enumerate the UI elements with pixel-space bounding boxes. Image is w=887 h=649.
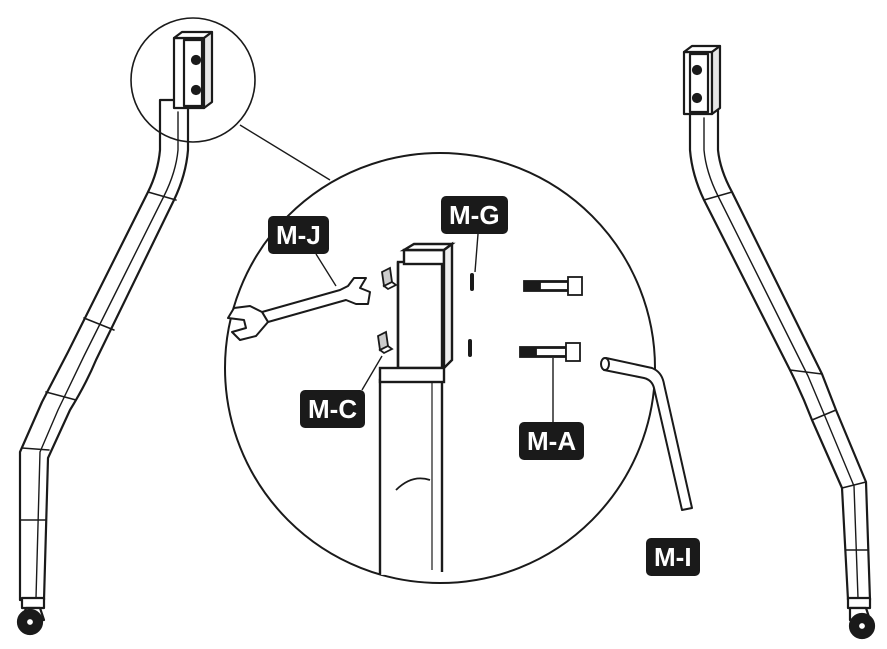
bolt-bottom bbox=[519, 342, 581, 362]
detail-marker-circle bbox=[130, 17, 256, 143]
leader-nut bbox=[361, 355, 383, 391]
label-nut: M-C bbox=[300, 390, 366, 428]
label-hex-key: M-I bbox=[646, 538, 700, 576]
bolt-top bbox=[523, 276, 583, 296]
leader-washer bbox=[474, 233, 479, 273]
hex-key bbox=[600, 357, 693, 511]
label-wrench: M-J bbox=[268, 216, 329, 254]
nut-bottom bbox=[377, 330, 394, 355]
nut-top bbox=[381, 266, 398, 291]
wrench bbox=[227, 277, 371, 341]
right-leg bbox=[682, 44, 876, 640]
leader-wrench bbox=[315, 253, 337, 287]
washer-top bbox=[470, 273, 474, 291]
detail-leader-line bbox=[239, 124, 331, 181]
left-leg bbox=[16, 30, 214, 636]
label-bolt: M-A bbox=[519, 422, 585, 460]
label-washer: M-G bbox=[441, 196, 508, 234]
detail-tube bbox=[378, 241, 456, 575]
washer-bottom bbox=[468, 339, 472, 357]
